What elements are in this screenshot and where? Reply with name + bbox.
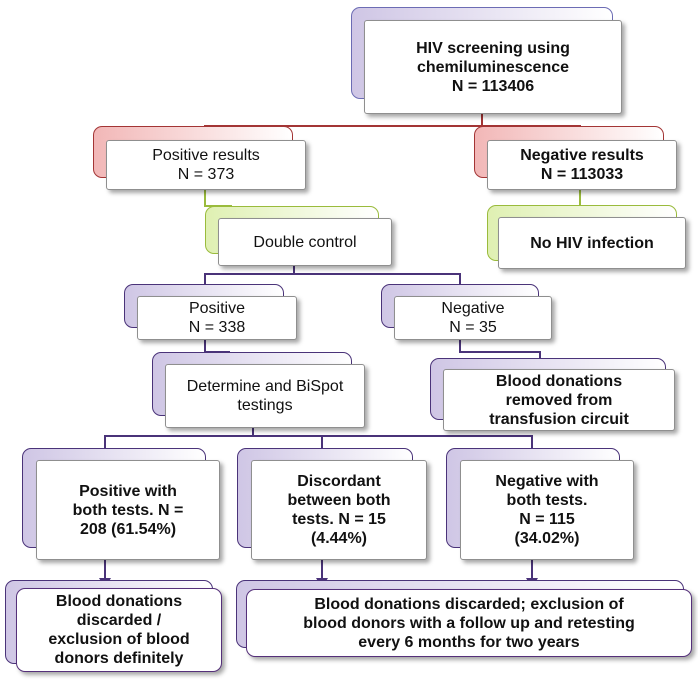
node-positive-both-text: Positive with both tests. N = 208 (61.54… — [72, 482, 184, 538]
node-positive-338-text: Positive N = 338 — [188, 300, 246, 336]
node-discarded-definitely-text: Blood donations discarded / exclusion of… — [48, 593, 190, 667]
connector-negative-to-removed — [459, 340, 541, 358]
connector-positive-to-determine — [204, 340, 230, 353]
node-determine-bispot-text: Determine and BiSpot testings — [186, 378, 344, 414]
node-removed-box: Blood donations removed from transfusion… — [443, 369, 675, 431]
node-discarded-followup-box: Blood donations discarded; exclusion of … — [246, 589, 692, 657]
node-discordant-text: Discordant between both tests. N = 15 (4… — [287, 473, 391, 547]
connector-determine-to-outcomes — [104, 428, 533, 448]
node-negative-both-box: Negative with both tests. N = 115 (34.02… — [460, 460, 634, 560]
node-no-hiv-box: No HIV infection — [498, 217, 686, 269]
connector-double-control-to-branches — [204, 266, 461, 284]
node-negative-both-text: Negative with both tests. N = 115 (34.02… — [495, 473, 599, 547]
node-discarded-definitely-box: Blood donations discarded / exclusion of… — [16, 588, 222, 672]
node-discordant-box: Discordant between both tests. N = 15 (4… — [251, 460, 427, 560]
node-double-control-box: Double control — [218, 218, 392, 266]
node-positive-338-box: Positive N = 338 — [137, 296, 297, 340]
node-determine-bispot-box: Determine and BiSpot testings — [165, 364, 365, 428]
node-positive-results-box: Positive results N = 373 — [106, 140, 306, 190]
node-negative-35-box: Negative N = 35 — [394, 296, 552, 340]
node-screening-text: HIV screening using chemiluminescence N … — [416, 39, 570, 95]
node-discarded-followup-text: Blood donations discarded; exclusion of … — [303, 595, 635, 651]
node-double-control-text: Double control — [253, 233, 357, 251]
node-removed-text: Blood donations removed from transfusion… — [489, 372, 629, 428]
node-screening-box: HIV screening using chemiluminescence N … — [364, 20, 622, 114]
node-negative-35-text: Negative N = 35 — [441, 300, 505, 336]
node-negative-results-text: Negative results N = 113033 — [520, 147, 644, 183]
node-positive-both-box: Positive with both tests. N = 208 (61.54… — [36, 460, 220, 560]
node-positive-results-text: Positive results N = 373 — [152, 147, 260, 183]
connector-positive-results-to-double-control — [204, 190, 232, 207]
node-negative-results-box: Negative results N = 113033 — [487, 140, 677, 190]
node-no-hiv-text: No HIV infection — [530, 234, 654, 252]
